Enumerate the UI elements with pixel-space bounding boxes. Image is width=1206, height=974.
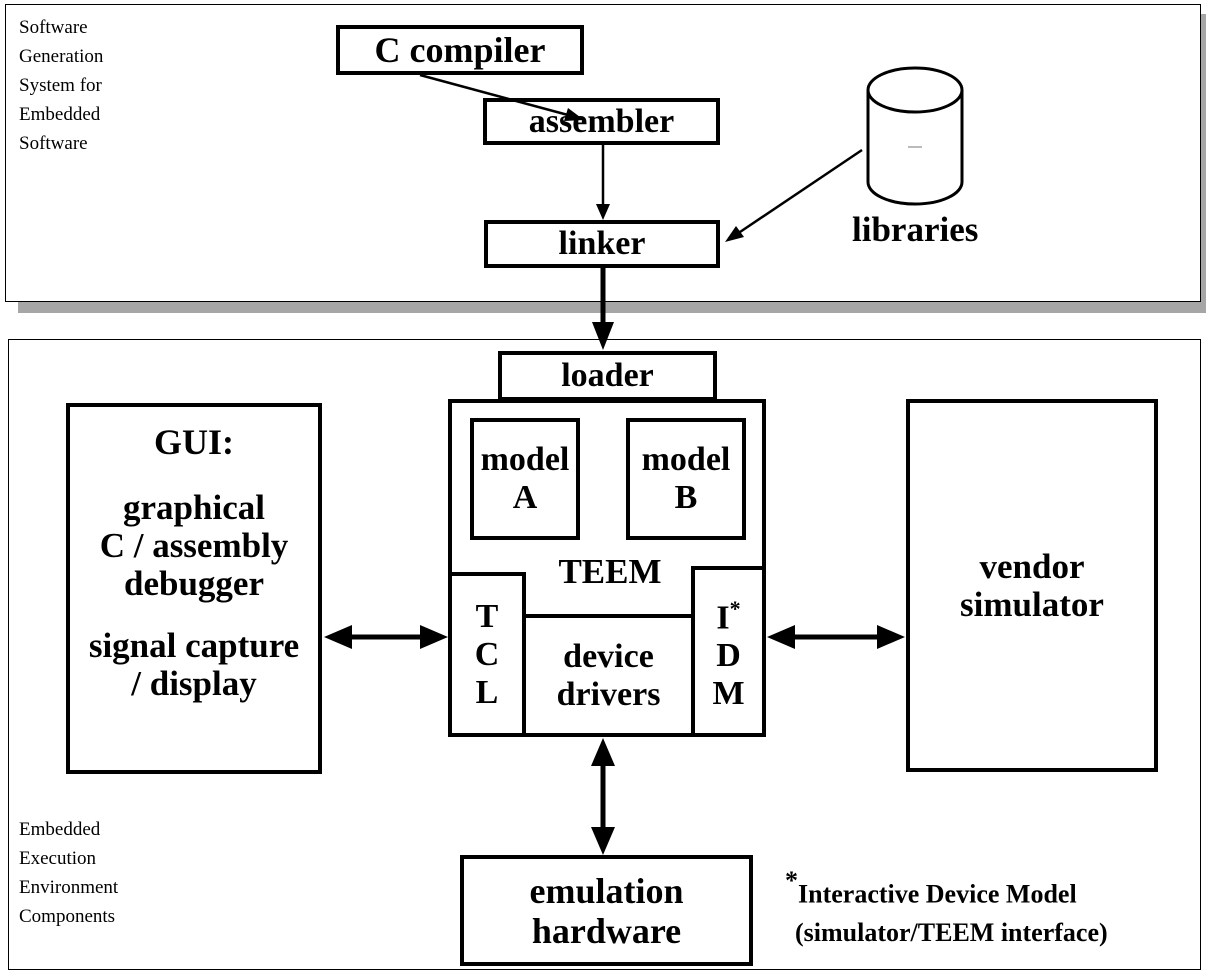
assembler-box: assembler — [483, 98, 720, 145]
software-generation-label-line: Software — [19, 133, 88, 154]
software-generation-label: Software Generation System for Embedded … — [19, 13, 103, 158]
emulation-hardware-box: emulation hardware — [460, 855, 753, 966]
footnote-line-2: (simulator/TEEM interface) — [785, 914, 1108, 952]
gui-title: GUI: — [154, 422, 234, 462]
gui-debugger-line: graphical — [123, 488, 265, 527]
footnote-text-2: (simulator/TEEM interface) — [795, 917, 1108, 947]
software-generation-label-line: Software — [19, 17, 88, 38]
tcl-box: T C L — [448, 572, 526, 737]
footnote: *Interactive Device Model (simulator/TEE… — [785, 866, 1108, 952]
software-generation-label-line: Generation — [19, 46, 104, 67]
tcl-letter: T — [475, 597, 499, 635]
gui-debugger-line: C / assembly — [99, 526, 289, 565]
loader-label: loader — [561, 357, 654, 394]
model-a-line: model — [480, 441, 570, 478]
gui-debugger-text: graphical C / assembly debugger — [70, 489, 318, 603]
software-generation-label-line: System for — [19, 75, 102, 96]
idm-letter: M — [712, 675, 745, 713]
loader-box: loader — [498, 351, 717, 401]
linker-label: linker — [558, 225, 646, 262]
model-a-line: A — [512, 479, 538, 516]
emulation-hardware-line: hardware — [531, 910, 682, 951]
gui-box: GUI: graphical C / assembly debugger sig… — [66, 403, 322, 774]
teem-label: TEEM — [558, 552, 662, 591]
embedded-execution-label-line: Environment — [19, 877, 119, 898]
idm-letter: D — [716, 637, 741, 675]
vendor-simulator-box: vendor simulator — [906, 399, 1158, 772]
embedded-execution-label-line: Execution — [19, 848, 97, 869]
idm-footnote-marker: * — [729, 595, 741, 621]
gui-debugger-line: debugger — [124, 564, 264, 603]
gui-capture-line: / display — [131, 664, 257, 703]
c-compiler-box: C compiler — [336, 25, 584, 75]
footnote-line-1: *Interactive Device Model — [785, 866, 1108, 914]
tcl-letter: L — [475, 673, 499, 711]
linker-box: linker — [484, 220, 720, 268]
embedded-execution-label-line: Embedded — [19, 819, 101, 840]
libraries-label: libraries — [852, 210, 979, 249]
vendor-simulator-line: vendor — [979, 546, 1085, 586]
idm-box: I* D M — [691, 566, 766, 737]
model-a-box: model A — [470, 418, 580, 540]
embedded-execution-label: Embedded Execution Environment Component… — [19, 815, 118, 931]
gui-capture-line: signal capture — [88, 626, 300, 665]
libraries-database-icon — [866, 66, 964, 206]
top-panel-shadow — [18, 302, 1206, 313]
device-drivers-box: device drivers — [522, 614, 695, 737]
footnote-text-1: Interactive Device Model — [798, 879, 1077, 909]
model-b-line: B — [674, 479, 698, 516]
device-drivers-line: drivers — [556, 675, 661, 713]
model-b-box: model B — [626, 418, 746, 540]
idm-letter-i: I* — [716, 590, 740, 637]
assembler-label: assembler — [528, 102, 675, 140]
emulation-hardware-line: emulation — [529, 870, 684, 911]
footnote-marker: * — [785, 866, 798, 895]
tcl-letter: C — [474, 635, 500, 673]
idm-letter: I — [716, 599, 730, 637]
device-drivers-line: device — [563, 637, 654, 675]
gui-capture-text: signal capture / display — [70, 627, 318, 703]
c-compiler-label: C compiler — [374, 30, 546, 70]
embedded-execution-label-line: Components — [19, 906, 116, 927]
vendor-simulator-line: simulator — [960, 584, 1104, 624]
model-b-line: model — [641, 441, 731, 478]
software-generation-label-line: Embedded — [19, 104, 101, 125]
